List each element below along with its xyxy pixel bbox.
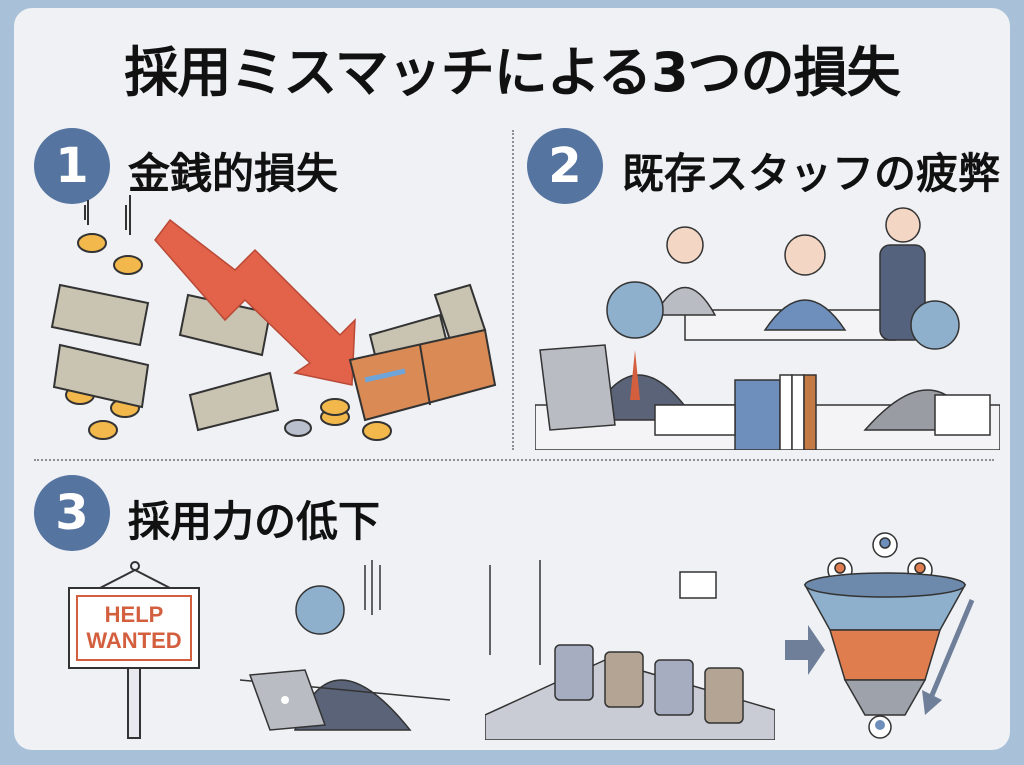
down-trend-arrow-icon (154, 218, 356, 386)
section-3-title: 採用力の低下 (128, 497, 381, 546)
money-loss-illustration (50, 195, 497, 441)
sign-line-1: HELP (104, 602, 164, 627)
page-title: 採用ミスマッチによる3つの損失 (124, 41, 900, 104)
tired-staff-illustration (535, 207, 1000, 450)
sign-hanger (99, 561, 171, 739)
down-arrow-icon (922, 690, 942, 715)
right-arrow-icon (785, 625, 825, 675)
sign-line-2: WANTED (86, 628, 182, 653)
recruitment-funnel-illustration (785, 532, 975, 739)
section-3-number-badge: 3 (34, 475, 110, 551)
section-2-title: 既存スタッフの疲弊 (622, 149, 1001, 198)
stressed-recruiter-illustration (239, 560, 451, 731)
vertical-divider (512, 130, 514, 450)
horizontal-divider (34, 459, 994, 461)
empty-waiting-chairs-illustration (485, 560, 775, 740)
wallet-icon (348, 283, 497, 422)
section-1-number-badge: 1 (34, 128, 110, 204)
banknote-icon (50, 283, 280, 432)
section-2-number-badge: 2 (527, 128, 603, 204)
help-wanted-sign: HELP WANTED (68, 587, 200, 669)
section-1-title: 金銭的損失 (128, 149, 339, 198)
